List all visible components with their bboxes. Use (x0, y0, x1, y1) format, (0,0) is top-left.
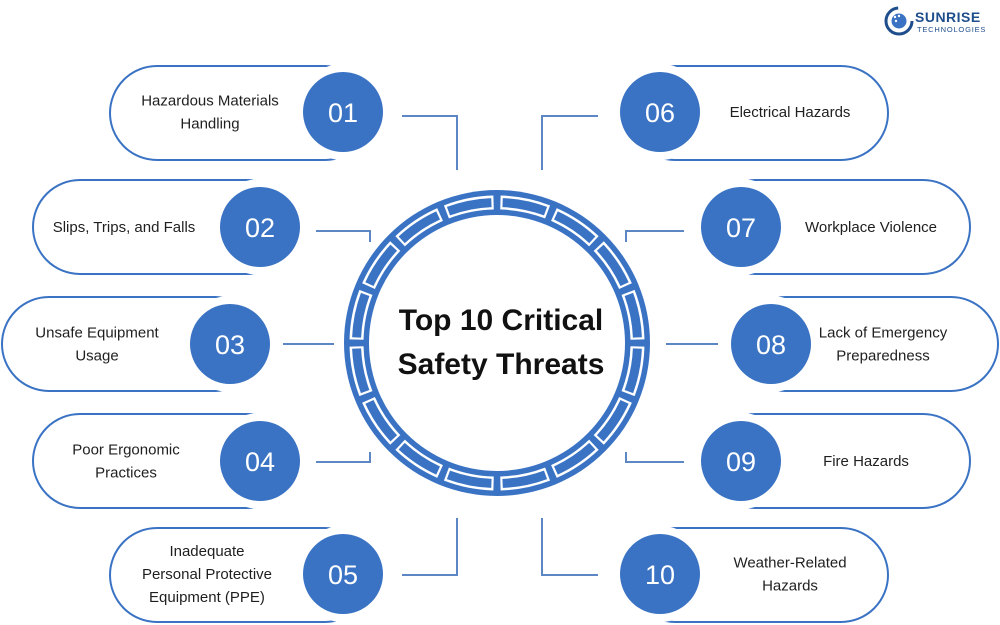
ring-segment-fill (596, 244, 629, 286)
ring-segment-fill (624, 292, 642, 338)
item-number: 05 (328, 560, 358, 590)
ring-segment-fill (624, 348, 642, 394)
threat-item-02: 02 Slips, Trips, and Falls (32, 179, 308, 275)
number-badge (701, 187, 781, 267)
item-number: 01 (328, 98, 358, 128)
ring-segment-fill (446, 198, 492, 216)
ring-segment-fill (596, 400, 629, 442)
connector-line (625, 230, 684, 242)
connector-line (541, 115, 598, 170)
item-label: Hazards (762, 578, 818, 595)
connector-lines (283, 115, 718, 576)
ring-segment-fill (502, 198, 548, 216)
brand-name: SUNRISE (915, 9, 981, 25)
item-number: 07 (726, 213, 756, 243)
item-label: Fire Hazards (823, 453, 909, 470)
number-badge (220, 187, 300, 267)
item-label: Preparedness (836, 348, 929, 365)
number-badge (701, 421, 781, 501)
sunrise-logo-icon (884, 6, 914, 36)
item-number: 08 (756, 330, 786, 360)
item-label: Practices (95, 465, 157, 482)
item-label: Electrical Hazards (730, 104, 851, 121)
item-number: 09 (726, 447, 756, 477)
item-label: Poor Ergonomic (72, 442, 180, 459)
item-label: Weather-Related (733, 555, 846, 572)
ring-segment-fill (352, 348, 370, 394)
ring-segment-fill (398, 211, 440, 244)
ring-segment-fill (365, 400, 398, 442)
item-label: Slips, Trips, and Falls (53, 219, 196, 236)
number-badge (620, 534, 700, 614)
item-label: Handling (180, 116, 239, 133)
item-label: Inadequate (169, 543, 244, 560)
connector-line (316, 452, 371, 463)
connector-line (541, 518, 598, 576)
item-label: Equipment (PPE) (149, 589, 265, 606)
number-badge (303, 72, 383, 152)
item-label: Lack of Emergency (819, 325, 948, 342)
number-badge (620, 72, 700, 152)
number-badge (303, 534, 383, 614)
threat-item-09: 09 Fire Hazards (693, 413, 971, 509)
ring-segment-fill (352, 292, 370, 338)
ring-segment-fill (554, 211, 596, 244)
item-number: 03 (215, 330, 245, 360)
item-label: Workplace Violence (805, 219, 937, 236)
number-badge (220, 421, 300, 501)
item-label: Hazardous Materials (141, 93, 279, 110)
item-label: Unsafe Equipment (35, 325, 159, 342)
connector-line (402, 115, 458, 170)
ring-segment-fill (554, 442, 596, 475)
number-badge (190, 304, 270, 384)
item-number: 10 (645, 560, 675, 590)
threat-item-06: 06 Electrical Hazards (612, 64, 889, 161)
center-ring (344, 190, 650, 496)
item-number: 04 (245, 447, 275, 477)
ring-segment-fill (365, 244, 398, 286)
title-line: Top 10 Critical (399, 304, 604, 337)
connector-line (625, 452, 684, 463)
connector-line (316, 230, 371, 242)
title-line: Safety Threats (398, 348, 605, 381)
brand-logo: SUNRISE TECHNOLOGIES (884, 6, 996, 36)
item-number: 06 (645, 98, 675, 128)
ring-inner (369, 215, 625, 471)
number-badge (731, 304, 811, 384)
brand-tagline: TECHNOLOGIES (917, 25, 987, 34)
item-label: Personal Protective (142, 566, 272, 583)
connector-line (402, 518, 458, 576)
threat-item-07: 07 Workplace Violence (693, 179, 971, 275)
ring-segment-fill (398, 442, 440, 475)
item-label: Usage (75, 348, 118, 365)
item-number: 02 (245, 213, 275, 243)
ring-segment-fill (502, 470, 548, 488)
ring-segment-fill (446, 470, 492, 488)
